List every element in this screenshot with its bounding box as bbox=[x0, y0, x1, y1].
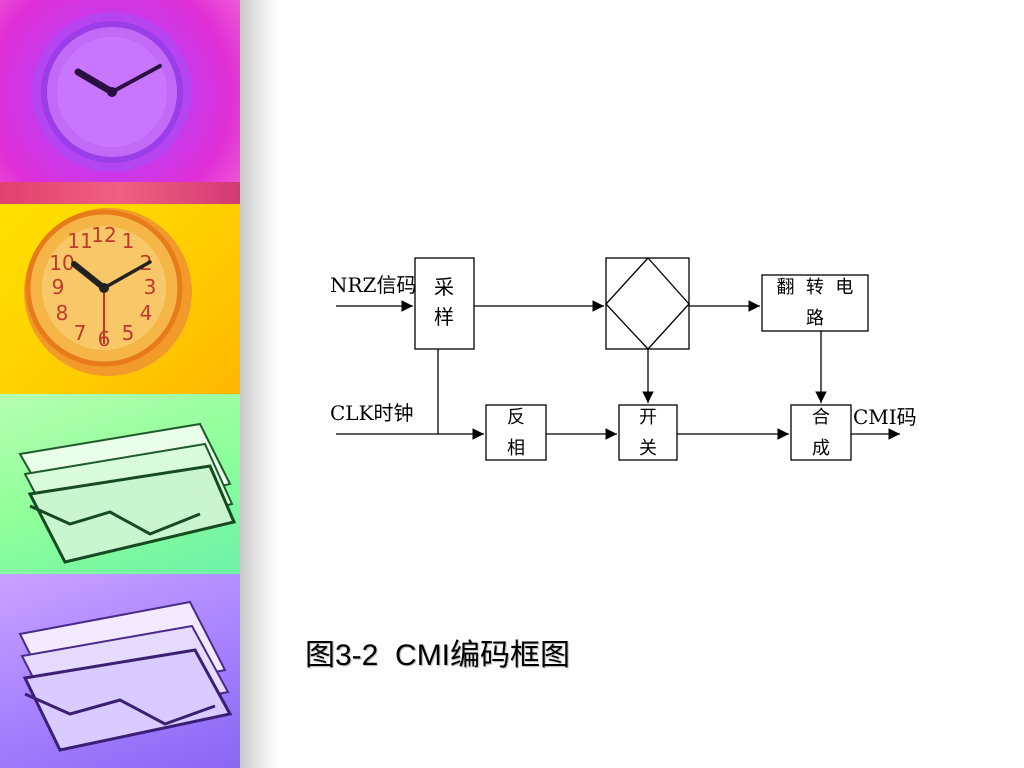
cmi-output-label: CMI码 bbox=[853, 405, 917, 429]
switch-block bbox=[618, 404, 678, 461]
strip-shadow bbox=[240, 0, 280, 768]
combiner-block bbox=[790, 404, 852, 461]
svg-text:9: 9 bbox=[52, 275, 65, 299]
purple-clock-image bbox=[0, 0, 240, 182]
decorative-side-strip: 12 3 6 9 11 1 2 4 5 7 8 10 bbox=[0, 0, 240, 768]
diamond-block bbox=[605, 257, 690, 350]
svg-text:8: 8 bbox=[56, 301, 69, 325]
combiner-label-line2: 成 bbox=[812, 438, 830, 459]
inverter-label-line1: 反 bbox=[507, 407, 525, 428]
svg-text:10: 10 bbox=[49, 251, 74, 275]
invert-circuit-label-line1: 翻 转 电 bbox=[777, 277, 854, 298]
svg-text:1: 1 bbox=[122, 229, 135, 253]
svg-text:11: 11 bbox=[67, 229, 92, 253]
combiner-label-line1: 合 bbox=[812, 407, 830, 428]
switch-label-line1: 开 bbox=[639, 407, 657, 428]
sampler-label-line1: 采 bbox=[434, 275, 454, 299]
svg-text:7: 7 bbox=[74, 321, 87, 345]
invert-circuit-block bbox=[761, 274, 869, 332]
clk-input-label: CLK时钟 bbox=[330, 401, 414, 425]
sampler-block bbox=[414, 257, 475, 350]
inverter-label-line2: 相 bbox=[507, 438, 525, 459]
purple-paper-stack-image bbox=[0, 574, 240, 768]
invert-circuit-label-line2: 路 bbox=[806, 308, 824, 329]
figure-caption: 图3-2 CMI编码框图 bbox=[305, 639, 571, 672]
svg-text:4: 4 bbox=[140, 301, 153, 325]
svg-text:5: 5 bbox=[122, 321, 135, 345]
sampler-label-line2: 样 bbox=[434, 305, 454, 329]
decorative-band bbox=[0, 182, 240, 204]
switch-label-line2: 关 bbox=[639, 438, 657, 459]
inverter-block bbox=[485, 404, 547, 461]
svg-text:3: 3 bbox=[144, 275, 157, 299]
orange-clock-image: 12 3 6 9 11 1 2 4 5 7 8 10 bbox=[0, 204, 240, 394]
svg-text:12: 12 bbox=[91, 223, 116, 247]
nrz-input-label: NRZ信码 bbox=[330, 273, 416, 297]
green-paper-stack-image bbox=[0, 394, 240, 574]
